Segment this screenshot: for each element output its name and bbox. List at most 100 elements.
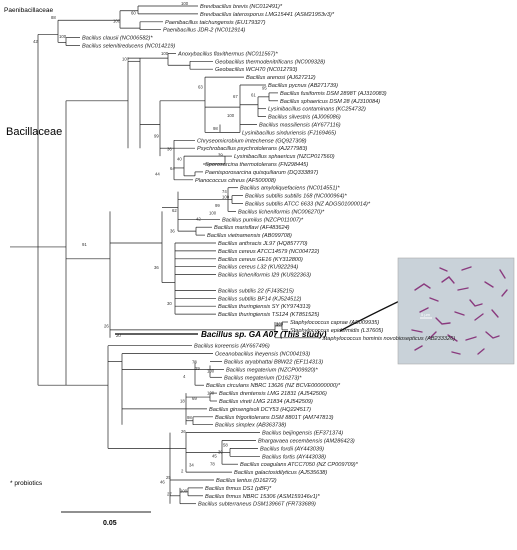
bootstrap-value: 64 [170,166,175,171]
bootstrap-value: 60 [131,10,136,15]
taxon-label: Bacillus silvestris (AJ006086) [268,115,341,121]
bootstrap-value: 63 [198,85,203,90]
taxon-label: Bacillus subtilis 22 (FJ435215) [218,288,294,294]
taxon-label: Bacillus fortis (AY443038) [262,454,326,460]
taxon-label: Bacillus aryabhattai B8W22 (EF114313) [224,360,323,366]
taxon-label: Bacillus cereus GE16 (KY312800) [218,257,303,263]
bootstrap-value: 100 [209,210,217,215]
bootstrap-value: 2 [181,469,184,474]
micrograph-scale-label: 5 µm [421,312,431,317]
bootstrap-value: 67 [233,94,238,99]
taxon-label: Bacillus galactosidilyticus (AJ535638) [234,470,327,476]
bootstrap-value: 58 [223,443,228,448]
taxon-label: Bacillus firmus NBRC 15306 (ASM159146v1)… [205,494,321,500]
taxon-label: Staphylococcus epidermidis (L37605) [290,328,383,334]
bootstrap-value: 84 [276,322,281,327]
bootstrap-value: 100 [227,113,235,118]
bootstrap-value: 26 [104,323,109,328]
taxon-label: Bacillus selenitireducens (NC014219) [82,44,175,50]
taxon-label: Psychrobacillus psychrotolerans (AJ27798… [197,146,308,152]
bootstrap-value: 99 [154,134,159,139]
taxon-label: Bacillus amyloliquefaciens (NC014551)* [240,186,340,192]
taxon-label: Bacillus massiliensis (AY677116) [259,123,341,129]
bootstrap-value: 4 [183,374,186,379]
taxon-label: Bacillus cereus L32 (KU922294) [218,265,298,271]
bootstrap-value: 27 [167,492,172,497]
bootstrap-value: 36 [154,265,159,270]
bootstrap-value: 30 [167,301,172,306]
taxon-label: Geobacillus WCH70 (NC012793) [215,67,298,73]
taxon-label: Bacillus frigoritolerans DSM 8801T (AM74… [215,415,334,421]
bootstrap-value: 69 [192,396,197,401]
taxon-label: Bacillus vireti LMG 21834 (AJ542509) [219,399,313,405]
taxon-label: Bacillus clausii (NC006582)* [82,36,153,42]
taxon-label: Bacillus drentensis LMG 21831 (AJ542506) [219,391,327,397]
bootstrap-value: 45 [212,454,217,459]
taxon-label: Paenibacillus taichungensis (EU179327) [165,20,266,26]
taxon-label: Bacillus thuringiensis TS124 (KT851525) [218,312,319,318]
bootstrap-value: 99 [215,203,220,208]
bootstrap-value: 25 [166,475,171,480]
micrograph: 5 µm [397,257,515,365]
taxon-label: Bacillus fusiformis DSM 2898T (AJ310083) [280,91,387,97]
bootstrap-value: 42 [33,39,38,44]
taxon-label: Bacillus licheniformis (NC006270)* [238,209,325,215]
taxon-label: Bacillus fordii (AY443039) [260,446,324,452]
taxon-label: Bacillus vietnamensis (AB099708) [207,233,292,239]
bootstrap-value: 100 [161,51,169,56]
taxon-label: Bhargavaea cecembensis (AM286423) [258,439,355,445]
taxon-label: Bacillus pycnus (AB271739) [268,83,338,89]
bootstrap-value: 44 [155,172,160,177]
family-heading: Bacillaceae [6,126,62,138]
taxon-label: Bacillus cereus ATCC14579 (NC004722) [218,249,319,255]
taxon-label: Staphylococcus caprae (AB009935) [290,320,379,326]
taxon-label: Bacillus coagulans ATCC7050 (NZ CP009709… [240,462,359,468]
taxon-label: Lysinibacillus sphaericus (NZCP017560) [234,154,335,160]
bootstrap-value: 46 [160,480,165,485]
taxon-label: Paenibacillus JDR-2 (NC012914) [163,28,246,34]
bootstrap-value: 36 [167,146,172,151]
bootstrap-value: 88 [51,15,56,20]
taxon-label: Bacillus subtilis BF14 (KJ524512) [218,296,301,302]
taxon-label: Lysinibacillus contaminans (KC254732) [268,107,366,113]
bootstrap-value: 74 [222,189,227,194]
taxon-label: Bacillus lentus (D16272) [216,478,277,484]
bootstrap-value: 29 [195,366,200,371]
taxon-label: Bacillus thuringiensis SY (KY974313) [218,304,311,310]
bootstrap-value: 98 [213,126,218,131]
taxon-label: Geobacillus thermodenitrificans (NC00932… [215,59,325,65]
bootstrap-value: 100 [113,18,121,23]
taxon-label: Bacillus sphaericus DSM 28 (AJ310084) [280,99,380,105]
bootstrap-value: 40 [177,157,182,162]
micrograph-background [397,257,515,365]
taxon-label: Bacillus simplex (AB363738) [215,423,286,429]
bootstrap-value: 39 [218,153,223,158]
taxon-label: Bacillus ginsengisoli DCY53 (HQ224517) [209,407,311,413]
taxon-label: Staphylococcus hominis novobiosepticus (… [322,336,455,342]
taxon-label: Bacillus beijingensis (EF371374) [262,431,343,437]
taxon-label: Brevibacillus laterosporus LMG15441 (ASM… [200,12,335,18]
outgroup-label: Paenibacillaceae [4,7,54,14]
bootstrap-value: 95 [262,86,267,91]
taxon-label: Bacillus subterraneus DSM13966T (FR73368… [198,502,316,508]
taxon-label: Oceanobacillus iheyensis (NC004193) [215,352,310,358]
bootstrap-value: 98 [187,415,192,420]
bootstrap-value: 91 [82,242,87,247]
taxon-label: Planococcus citreus (AF500008) [195,178,276,184]
bootstrap-value: 26 [181,429,186,434]
taxon-label: Bacillus anthracis JL97 (HQ857770) [218,241,308,247]
taxon-label: Bacillus pumilus (NZCP011007)* [222,217,304,223]
taxon-label: Bacillus firmus DS1 (pBF)* [205,486,272,492]
bootstrap-value: 34 [189,462,194,467]
bootstrap-value: 100 [180,488,188,493]
taxon-label: Lysinibacillus sinduriensis (FJ169465) [242,130,336,136]
taxon-label: Bacillus circulans NBRC 13626 (NZ BCVE00… [206,383,341,389]
highlight-taxon: Bacillus sp. GA A07 (This study) [201,330,327,339]
taxon-label: Sporosarcina thermotolerans (FN298445) [205,162,308,168]
taxon-label: Bacillus megaterium (NZCP009920)* [226,367,319,373]
bootstrap-value: 100 [207,390,215,395]
taxon-label: Bacillus subtilis subtilis 168 (NC000964… [245,194,347,200]
bootstrap-values: 1006010088100421001009561676310098993639… [33,1,284,497]
bootstrap-value: 39 [218,450,223,455]
